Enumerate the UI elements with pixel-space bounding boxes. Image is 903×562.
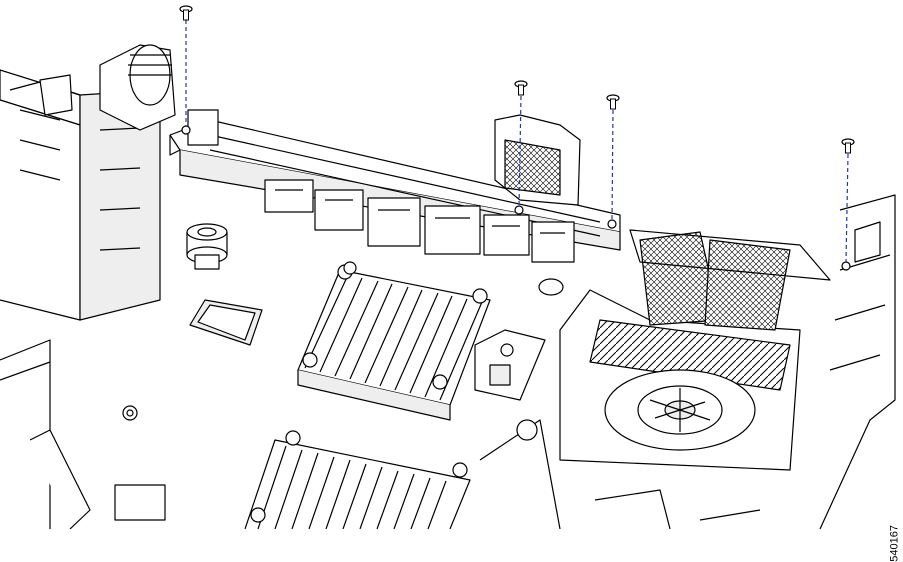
rear-io-ports: [264, 179, 575, 263]
screw-3-guide: [611, 109, 614, 221]
left-chassis-wall: [0, 69, 161, 529]
figure-id-label: 540167: [889, 525, 901, 562]
fan-module: [559, 289, 801, 471]
rear-fan-bracket: [99, 44, 176, 131]
server-chassis-diagram: [0, 5, 896, 529]
tpm-module: [474, 329, 546, 401]
lower-heatsink: [244, 430, 471, 529]
screw-3: [606, 94, 620, 221]
standoffs: [29, 261, 564, 529]
screws-group: [179, 5, 855, 263]
memory-modules: [629, 229, 831, 331]
chipset: [189, 299, 263, 346]
screw-1: [179, 5, 193, 126]
screw-2: [514, 80, 528, 207]
pcie-card-cage: [494, 114, 581, 206]
screw-2-guide: [518, 95, 522, 207]
screw-4: [841, 138, 855, 263]
main-heatsink: [297, 264, 491, 421]
right-chassis-wall: [479, 194, 896, 529]
capacitor: [186, 223, 228, 270]
